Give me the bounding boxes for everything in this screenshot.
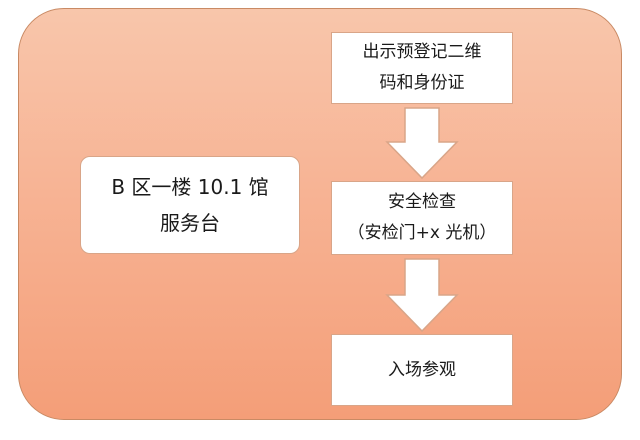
service-desk-label: 服务台 [160,211,220,235]
step-1-line-2: 码和身份证 [379,73,465,93]
step-security-check-box: 安全检查 （安检门+x 光机） [331,181,513,255]
step-2-line-1: 安全检查 [388,192,456,212]
step-show-registration-box: 出示预登记二维 码和身份证 [331,32,513,104]
down-arrow-icon [385,258,459,333]
down-arrow-icon [385,107,459,180]
step-2-line-2: （安检门+x 光机） [347,223,497,243]
step-3-line-1: 入场参观 [388,359,456,380]
step-enter-exhibition-box: 入场参观 [331,334,513,406]
service-desk-location: B 区一楼 10.1 馆 [111,175,269,199]
service-desk-box: B 区一楼 10.1 馆 服务台 [80,156,300,254]
step-1-line-1: 出示预登记二维 [362,42,482,62]
